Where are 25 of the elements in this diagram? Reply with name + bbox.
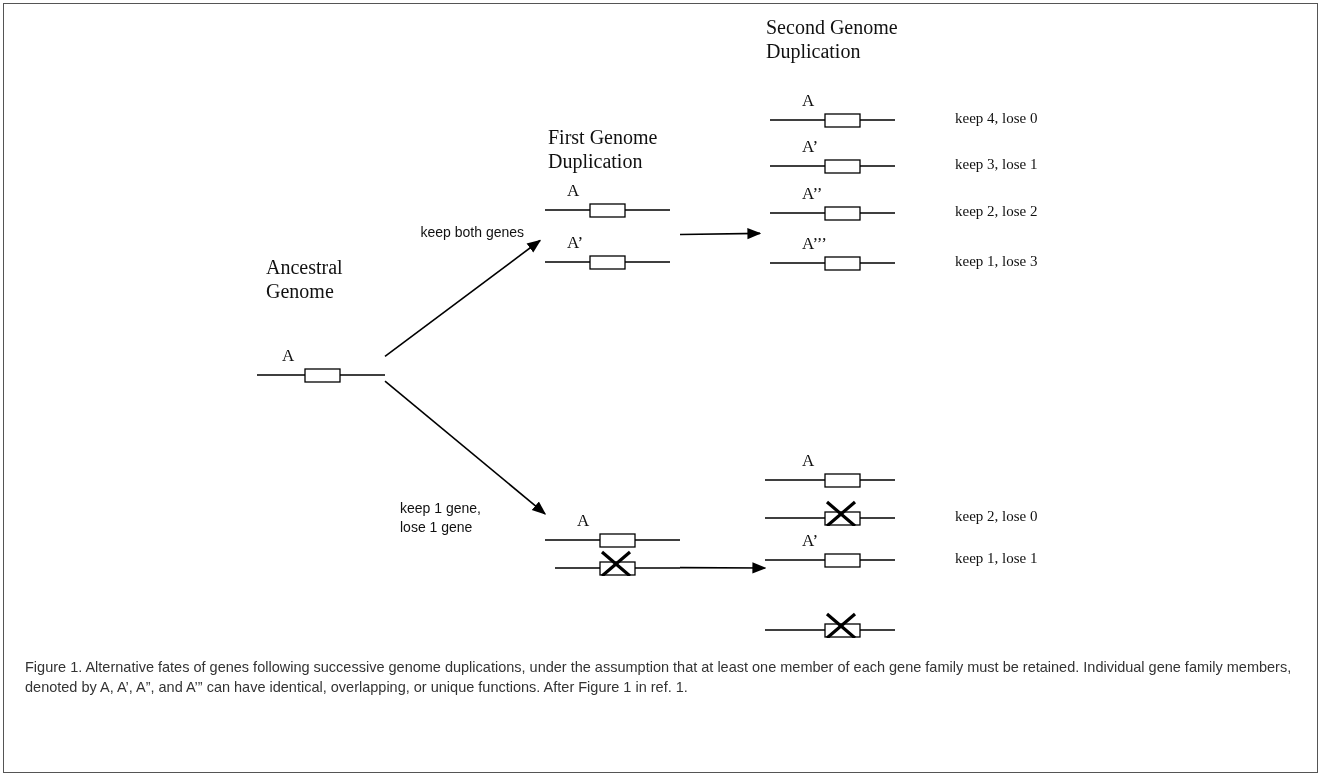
group-heading: Second Genome Duplication xyxy=(766,15,899,63)
outcome-note: keep 3, lose 1 xyxy=(955,156,1038,173)
gene-label: A xyxy=(567,182,580,200)
arrow xyxy=(384,239,542,358)
outcome-note: keep 2, lose 0 xyxy=(955,508,1038,525)
gene-label: A’’’ xyxy=(802,235,827,253)
group-heading: Ancestral Genome xyxy=(266,255,344,303)
caption: Figure 1. Alternative fates of genes following successive genome duplications, under the assumption that at least one member of each gene family must be retained. Individual gene family members, denoted by A, A’, A”, and A’” can have identical, overlapping, or unique functions. After Figure 1 in ref. 1. xyxy=(25,658,1293,697)
gene-label: A’ xyxy=(802,138,819,156)
gene-label: A xyxy=(282,347,295,365)
gene-label: A xyxy=(802,452,815,470)
outcome-note: keep 1, lose 1 xyxy=(955,550,1038,567)
gene-label: A xyxy=(577,512,590,530)
gene-label: A’’ xyxy=(802,185,823,203)
gene-label: A’ xyxy=(802,532,819,550)
edge-label: keep both genes xyxy=(420,223,526,243)
group-heading: First Genome Duplication xyxy=(548,125,659,173)
arrow xyxy=(679,562,767,574)
gene-label: A’ xyxy=(567,234,584,252)
arrow xyxy=(679,227,762,240)
outcome-note: keep 2, lose 2 xyxy=(955,203,1038,220)
gene-label: A xyxy=(802,92,815,110)
outcome-note: keep 4, lose 0 xyxy=(955,110,1038,127)
outcome-note: keep 1, lose 3 xyxy=(955,253,1038,270)
arrow xyxy=(384,380,547,515)
